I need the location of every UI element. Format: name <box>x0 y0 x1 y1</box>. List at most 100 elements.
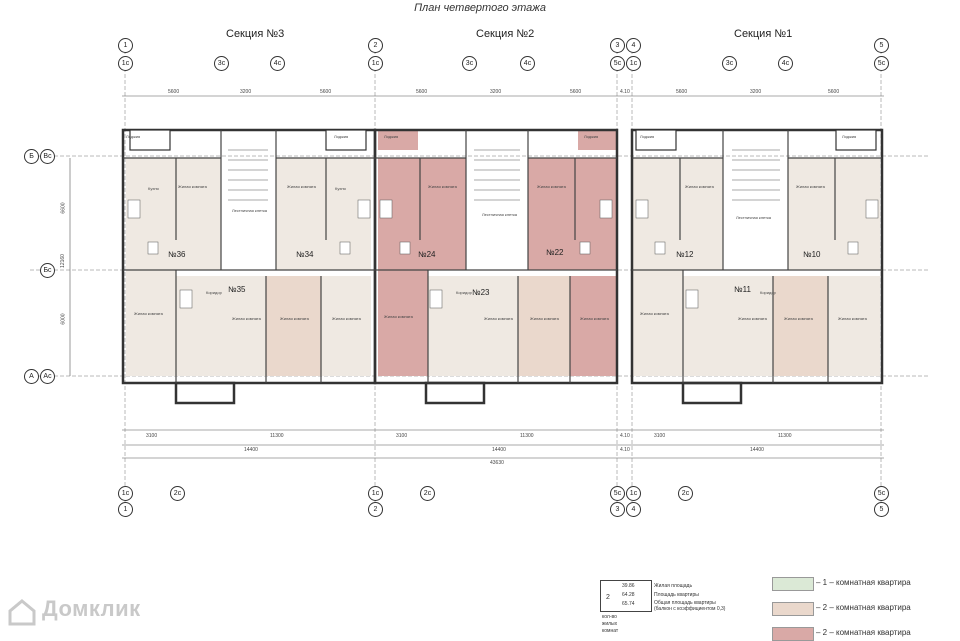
dimension: 14400 <box>492 447 506 453</box>
axis-marker: 2с <box>678 486 693 501</box>
axis-marker: 4с <box>520 56 535 71</box>
axis-marker: 4 <box>626 502 641 517</box>
area-key-box <box>600 580 652 612</box>
axis-marker: 1с <box>368 56 383 71</box>
key-rooms: 2 <box>606 594 610 601</box>
dimension: 5600 <box>416 89 428 95</box>
dimension: 4.10 <box>620 89 630 95</box>
room-label: Коридор <box>206 290 222 295</box>
dimension: 3100 <box>396 433 408 439</box>
house-icon <box>8 599 36 626</box>
axis-marker: 5 <box>874 502 889 517</box>
key-label: жилых <box>602 621 618 627</box>
room-label: Коридор <box>760 290 776 295</box>
apartment-number: №35 <box>228 285 246 294</box>
axis-marker: 1с <box>118 56 133 71</box>
legend-label: – 2 – комнатная квартира <box>816 603 911 612</box>
dimension: 3100 <box>654 433 666 439</box>
dimension: 5600 <box>828 89 840 95</box>
axis-marker: Б <box>24 149 39 164</box>
room-label: Жилая комната <box>134 311 163 316</box>
dimension: 3200 <box>490 89 502 95</box>
axis-marker: 5с <box>610 56 625 71</box>
apartment-number: №12 <box>676 250 694 259</box>
apartment-number: №24 <box>418 250 436 259</box>
dimension: 3200 <box>750 89 762 95</box>
room-label: Жилая комната <box>580 316 609 321</box>
room-label: Лестничная клетка <box>232 208 268 213</box>
room-label: Жилая комната <box>640 311 669 316</box>
axis-marker: 2с <box>420 486 435 501</box>
section-2-label: Секция №2 <box>476 28 535 40</box>
key-value: 65.74 <box>622 601 635 607</box>
plan-title: План четвертого этажа <box>414 2 546 14</box>
dimension: 14400 <box>244 447 258 453</box>
legend-label: – 1 – комнатная квартира <box>816 578 911 587</box>
legend-swatch <box>772 627 814 641</box>
watermark: Домклик <box>42 596 141 621</box>
axis-marker: 1с <box>368 486 383 501</box>
dimension: 5600 <box>320 89 332 95</box>
room-label: Жилая комната <box>796 184 825 189</box>
room-label: Жилая комната <box>484 316 513 321</box>
dimension: 5600 <box>676 89 688 95</box>
dimension: 6000 <box>60 313 67 325</box>
section-3-label: Секция №3 <box>226 28 285 40</box>
apartment-number: №23 <box>472 288 490 297</box>
room-label: Лоджия <box>384 134 399 139</box>
dimension: 11300 <box>778 433 792 439</box>
room-label: Жилая комната <box>232 316 261 321</box>
room-label: Коридор <box>456 290 472 295</box>
axis-marker: 2 <box>368 502 383 517</box>
key-label: комнат <box>602 628 619 634</box>
room-label: Жилая комната <box>287 184 316 189</box>
dimension-total: 43630 <box>490 460 504 466</box>
room-label: Жилая комната <box>280 316 309 321</box>
dimension: 14400 <box>750 447 764 453</box>
axis-marker: 5с <box>874 56 889 71</box>
room-label: Кухня <box>335 186 346 191</box>
axis-marker: 1 <box>118 38 133 53</box>
axis-marker: 1 <box>118 502 133 517</box>
room-label: Лоджия <box>584 134 599 139</box>
axis-marker: 4 <box>626 38 641 53</box>
room-label: Лестничная клетка <box>736 215 772 220</box>
dimension: 11300 <box>270 433 284 439</box>
room-label: Лоджия <box>334 134 349 139</box>
dimension: 3200 <box>240 89 252 95</box>
key-value: 39.86 <box>622 583 635 589</box>
room-label: Жилая комната <box>685 184 714 189</box>
axis-marker: 3с <box>722 56 737 71</box>
key-label: Общая площадь квартиры <box>654 600 716 606</box>
key-value: 64.28 <box>622 592 635 598</box>
axis-marker: Бс <box>40 263 55 278</box>
room-label: Кухня <box>148 186 159 191</box>
axis-marker: 3 <box>610 38 625 53</box>
apartment-number: №10 <box>803 250 821 259</box>
dimension: 4.10 <box>620 447 630 453</box>
dimension: 11300 <box>520 433 534 439</box>
axis-marker: 5с <box>874 486 889 501</box>
key-label: кол-во <box>602 614 617 620</box>
axis-marker: 3с <box>214 56 229 71</box>
room-label: Жилая комната <box>384 314 413 319</box>
room-label: Жилая комната <box>178 184 207 189</box>
axis-marker: Ас <box>40 369 55 384</box>
legend-swatch <box>772 602 814 616</box>
apartment-number: №22 <box>546 248 564 257</box>
axis-marker: 1с <box>626 56 641 71</box>
axis-marker: А <box>24 369 39 384</box>
key-label: Площадь квартиры <box>654 592 699 598</box>
dimension: 12160 <box>59 254 66 268</box>
room-label: Жилая комната <box>537 184 566 189</box>
room-label: Жилая комната <box>428 184 457 189</box>
dimension: 3100 <box>146 433 158 439</box>
room-label: Лоджия <box>126 134 141 139</box>
axis-marker: 3с <box>462 56 477 71</box>
dimension: 5600 <box>570 89 582 95</box>
section-1-label: Секция №1 <box>734 28 793 40</box>
dimension: 5600 <box>168 89 180 95</box>
room-label: Лоджия <box>842 134 857 139</box>
axis-marker: 4с <box>778 56 793 71</box>
